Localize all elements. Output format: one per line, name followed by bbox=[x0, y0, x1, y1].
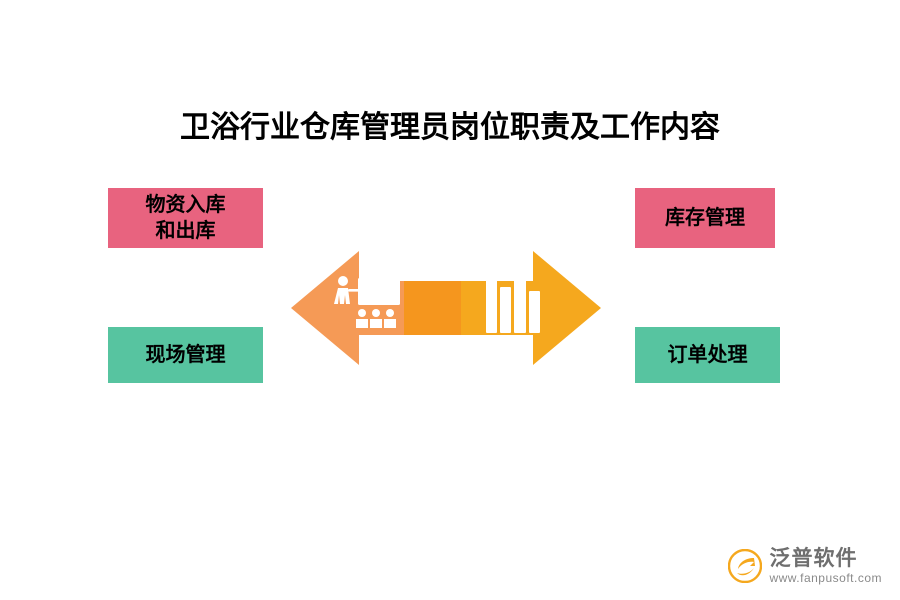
box-material-in-out: 物资入库 和出库 bbox=[108, 188, 263, 248]
center-double-arrow-graphic bbox=[286, 243, 606, 373]
box-material-in-out-line2: 和出库 bbox=[155, 220, 216, 242]
watermark-url: www.fanpusoft.com bbox=[769, 571, 882, 585]
presenter-with-audience-icon bbox=[334, 276, 400, 328]
box-inventory-management: 库存管理 bbox=[635, 188, 775, 248]
box-onsite-management: 现场管理 bbox=[108, 327, 263, 383]
logo-icon bbox=[728, 548, 763, 584]
page-title: 卫浴行业仓库管理员岗位职责及工作内容 bbox=[180, 111, 720, 144]
left-arrow-shape bbox=[291, 251, 461, 365]
watermark-text: 泛普软件 www.fanpusoft.com bbox=[769, 548, 882, 584]
books-icon bbox=[486, 275, 540, 333]
box-material-in-out-line1: 物资入库 bbox=[145, 194, 226, 216]
arrow-overlap-shade bbox=[404, 281, 461, 335]
box-inventory-management-label: 库存管理 bbox=[665, 207, 745, 229]
box-order-processing: 订单处理 bbox=[635, 327, 780, 383]
watermark-name: 泛普软件 bbox=[769, 547, 858, 570]
watermark: 泛普软件 www.fanpusoft.com bbox=[728, 548, 882, 584]
box-order-processing-label: 订单处理 bbox=[667, 344, 748, 366]
box-onsite-management-label: 现场管理 bbox=[145, 344, 226, 366]
